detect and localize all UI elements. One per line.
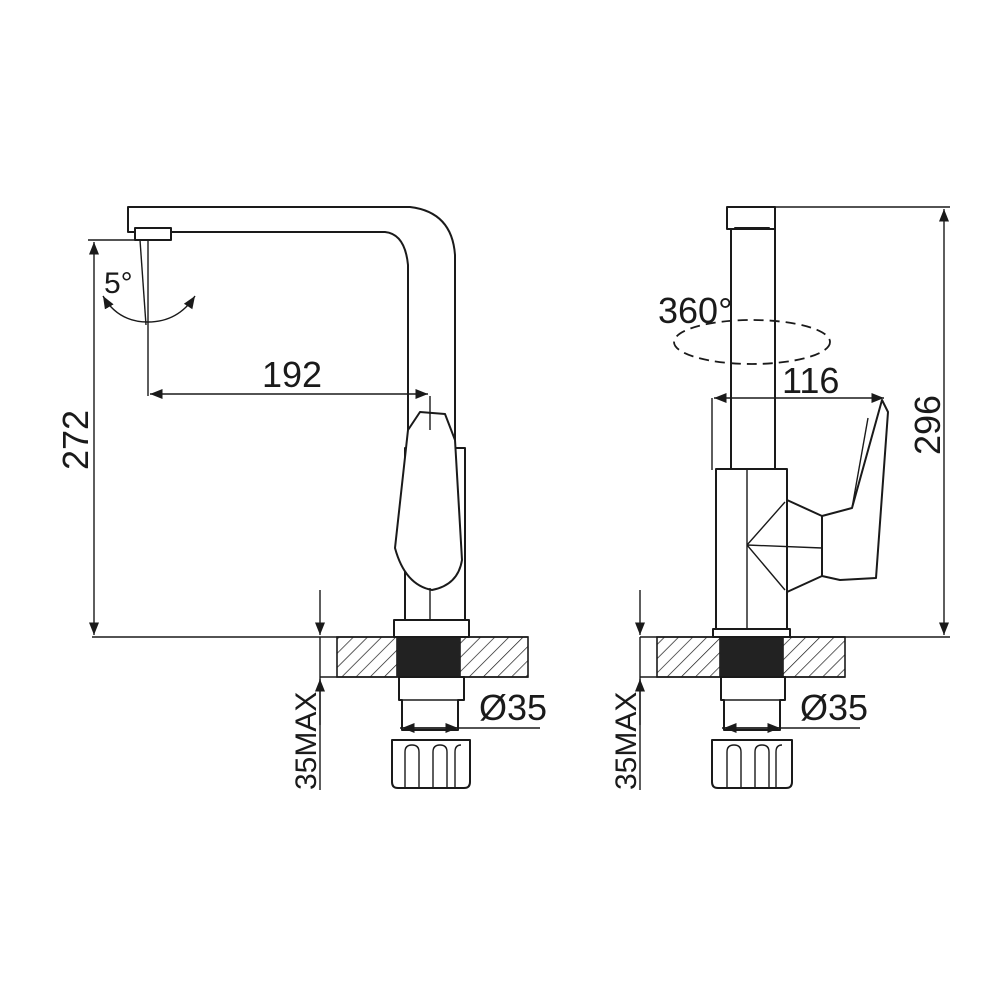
side-spout-cap <box>726 206 776 230</box>
side-height-label: 296 <box>907 395 948 455</box>
side-diameter-label: Ø35 <box>800 687 868 728</box>
front-shank <box>398 676 465 731</box>
front-mounting-hole <box>397 637 460 677</box>
side-countertop-hatch-left <box>656 636 721 678</box>
front-countertop-hatch-right <box>459 636 529 678</box>
side-mount-nut <box>711 739 793 789</box>
side-depth-label: 116 <box>782 360 839 401</box>
side-base-ring <box>712 628 791 638</box>
front-countertop-hatch-left <box>336 636 398 678</box>
side-view: 360° 116 296 35MAX Ø35 <box>610 206 950 790</box>
front-reach-label: 192 <box>262 354 322 395</box>
side-cartridge <box>786 499 823 593</box>
front-angle-label: 5° <box>104 267 133 300</box>
front-handle <box>394 411 463 591</box>
front-base-ring <box>393 619 470 638</box>
side-body <box>715 468 788 630</box>
front-aerator <box>134 227 172 241</box>
side-rotation-label: 360° <box>658 290 732 331</box>
side-handle <box>821 399 889 581</box>
front-height-label: 272 <box>55 410 96 470</box>
side-shank <box>720 676 786 731</box>
front-view: 5° 192 272 35MAX Ø35 <box>55 206 547 790</box>
front-angle-arc <box>102 295 196 323</box>
side-spout-pipe <box>730 228 776 470</box>
side-mounting-hole <box>720 637 783 677</box>
side-rotation-ellipse <box>673 319 831 365</box>
front-mount-label: 35MAX <box>290 692 323 790</box>
side-mount-label: 35MAX <box>610 692 643 790</box>
side-countertop-hatch-right <box>782 636 846 678</box>
front-diameter-label: Ø35 <box>479 687 547 728</box>
front-mount-nut <box>391 739 471 789</box>
